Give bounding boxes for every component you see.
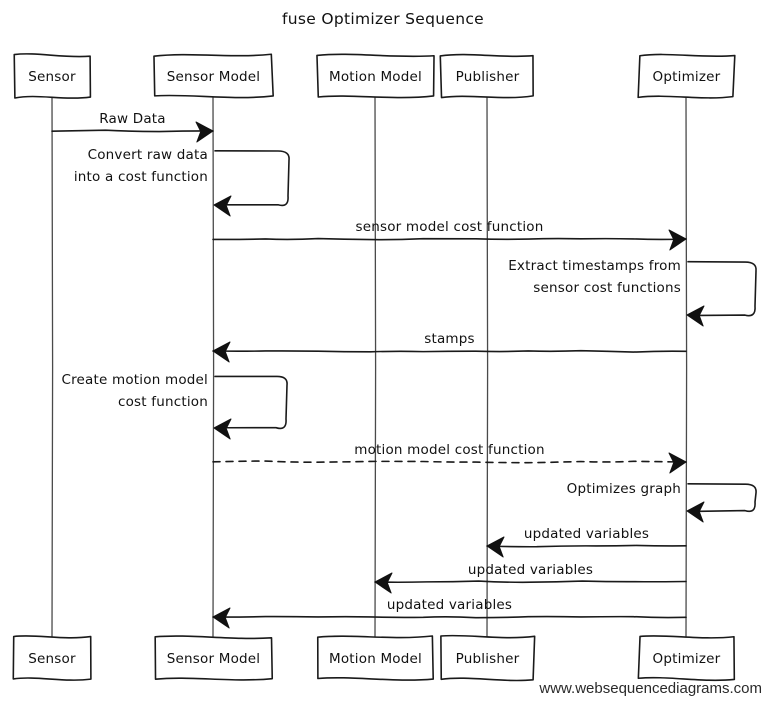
- participant-label: Sensor Model: [167, 69, 261, 85]
- message-line: [212, 615, 687, 619]
- message-label: updated variables: [468, 562, 593, 578]
- arrowhead-icon: [668, 229, 687, 251]
- self-message: Create motion model cost function: [61, 372, 288, 440]
- lifeline-sensor: [51, 96, 54, 638]
- message-arrow: updated variables: [486, 526, 687, 558]
- participant-label: Optimizer: [653, 69, 721, 85]
- participant-box-motion_model-bottom[interactable]: Motion Model: [316, 635, 435, 681]
- arrowhead-icon: [668, 452, 687, 474]
- arrowhead-icon: [686, 305, 705, 327]
- message-label: updated variables: [524, 526, 649, 542]
- message-label: sensor model cost function: [355, 219, 543, 235]
- participant-box-shape: [153, 53, 274, 99]
- lifeline-optimizer: [685, 96, 688, 638]
- self-message-label-line2: sensor cost functions: [533, 280, 681, 296]
- self-message-label-line2: cost function: [118, 394, 208, 410]
- diagram-title: fuse Optimizer Sequence: [282, 10, 484, 28]
- message-label: stamps: [424, 331, 475, 347]
- participant-box-shape: [316, 53, 435, 99]
- message-arrow: sensor model cost function: [212, 219, 687, 251]
- participant-box-shape: [637, 53, 736, 99]
- participant-box-shape: [13, 53, 92, 99]
- arrowhead-icon: [686, 501, 705, 523]
- participant-box-sensor-bottom[interactable]: Sensor: [12, 635, 92, 681]
- arrowhead-icon: [374, 572, 393, 594]
- participant-box-shape: [316, 635, 435, 681]
- message-arrow: Raw Data: [51, 111, 214, 143]
- arrowhead-icon: [486, 536, 505, 558]
- lifeline-motion_model: [374, 96, 377, 638]
- self-message-loop: [687, 260, 757, 317]
- self-message: Convert raw data into a cost function: [74, 147, 290, 217]
- bottom-participant-boxes: Sensor Sensor Model Motion Model Publisher O…: [12, 634, 736, 682]
- self-message-label-line2: into a cost function: [74, 169, 208, 185]
- message-label: motion model cost function: [354, 442, 545, 458]
- participant-box-sensor-top[interactable]: Sensor: [13, 53, 92, 99]
- self-message-loop: [687, 482, 757, 513]
- arrowhead-icon: [212, 341, 231, 363]
- participant-box-shape: [12, 635, 92, 681]
- participant-label: Sensor Model: [167, 651, 261, 667]
- message-line: [212, 460, 687, 464]
- self-message-label-line1: Convert raw data: [88, 147, 208, 163]
- participant-label: Publisher: [456, 69, 520, 85]
- participant-box-publisher-bottom[interactable]: Publisher: [440, 634, 536, 682]
- message-arrow: motion model cost function: [212, 442, 687, 474]
- participant-label: Motion Model: [329, 69, 422, 85]
- participant-box-optimizer-bottom[interactable]: Optimizer: [637, 635, 736, 682]
- participant-label: Sensor: [28, 69, 76, 85]
- self-message: Optimizes graph: [567, 481, 757, 523]
- message-arrow: updated variables: [374, 562, 687, 594]
- participant-box-shape: [637, 635, 736, 682]
- message-arrow: stamps: [212, 331, 687, 363]
- participant-label: Sensor: [28, 651, 76, 667]
- top-participant-boxes: Sensor Sensor Model Motion Model Publisher O…: [13, 53, 736, 99]
- message-arrow: updated variables: [212, 597, 687, 629]
- participant-box-shape: [440, 634, 536, 682]
- self-message-loop: [214, 375, 288, 430]
- self-message-label-line1: Create motion model: [61, 372, 208, 388]
- participant-label: Motion Model: [329, 651, 422, 667]
- participant-box-shape: [439, 53, 534, 99]
- participant-box-sensor_model-top[interactable]: Sensor Model: [153, 53, 274, 99]
- arrowhead-icon: [212, 607, 231, 629]
- self-message-loop: [214, 150, 290, 207]
- participant-box-optimizer-top[interactable]: Optimizer: [637, 53, 736, 99]
- message-label: updated variables: [387, 597, 512, 613]
- message-line: [374, 580, 687, 584]
- participant-label: Optimizer: [653, 651, 721, 667]
- message-line: [212, 349, 687, 353]
- lifeline-sensor_model: [212, 96, 215, 638]
- lifeline-publisher: [486, 96, 489, 638]
- participant-box-publisher-top[interactable]: Publisher: [439, 53, 534, 99]
- participant-box-sensor_model-bottom[interactable]: Sensor Model: [154, 635, 274, 681]
- self-message-label-line1: Optimizes graph: [567, 481, 681, 497]
- message-line: [486, 544, 687, 548]
- participant-box-shape: [154, 635, 274, 681]
- message-label: Raw Data: [99, 111, 166, 127]
- lifelines-group: [51, 96, 688, 638]
- arrowhead-icon: [195, 121, 214, 143]
- arrowhead-icon: [213, 418, 232, 440]
- participant-box-motion_model-top[interactable]: Motion Model: [316, 53, 435, 99]
- footer-watermark: www.websequencediagrams.com: [538, 680, 762, 697]
- self-message: Extract timestamps from sensor cost funct…: [508, 258, 757, 327]
- message-line: [212, 237, 687, 241]
- participant-label: Publisher: [456, 651, 520, 667]
- message-line: [51, 129, 214, 133]
- arrowhead-icon: [213, 195, 232, 217]
- self-message-label-line1: Extract timestamps from: [508, 258, 681, 274]
